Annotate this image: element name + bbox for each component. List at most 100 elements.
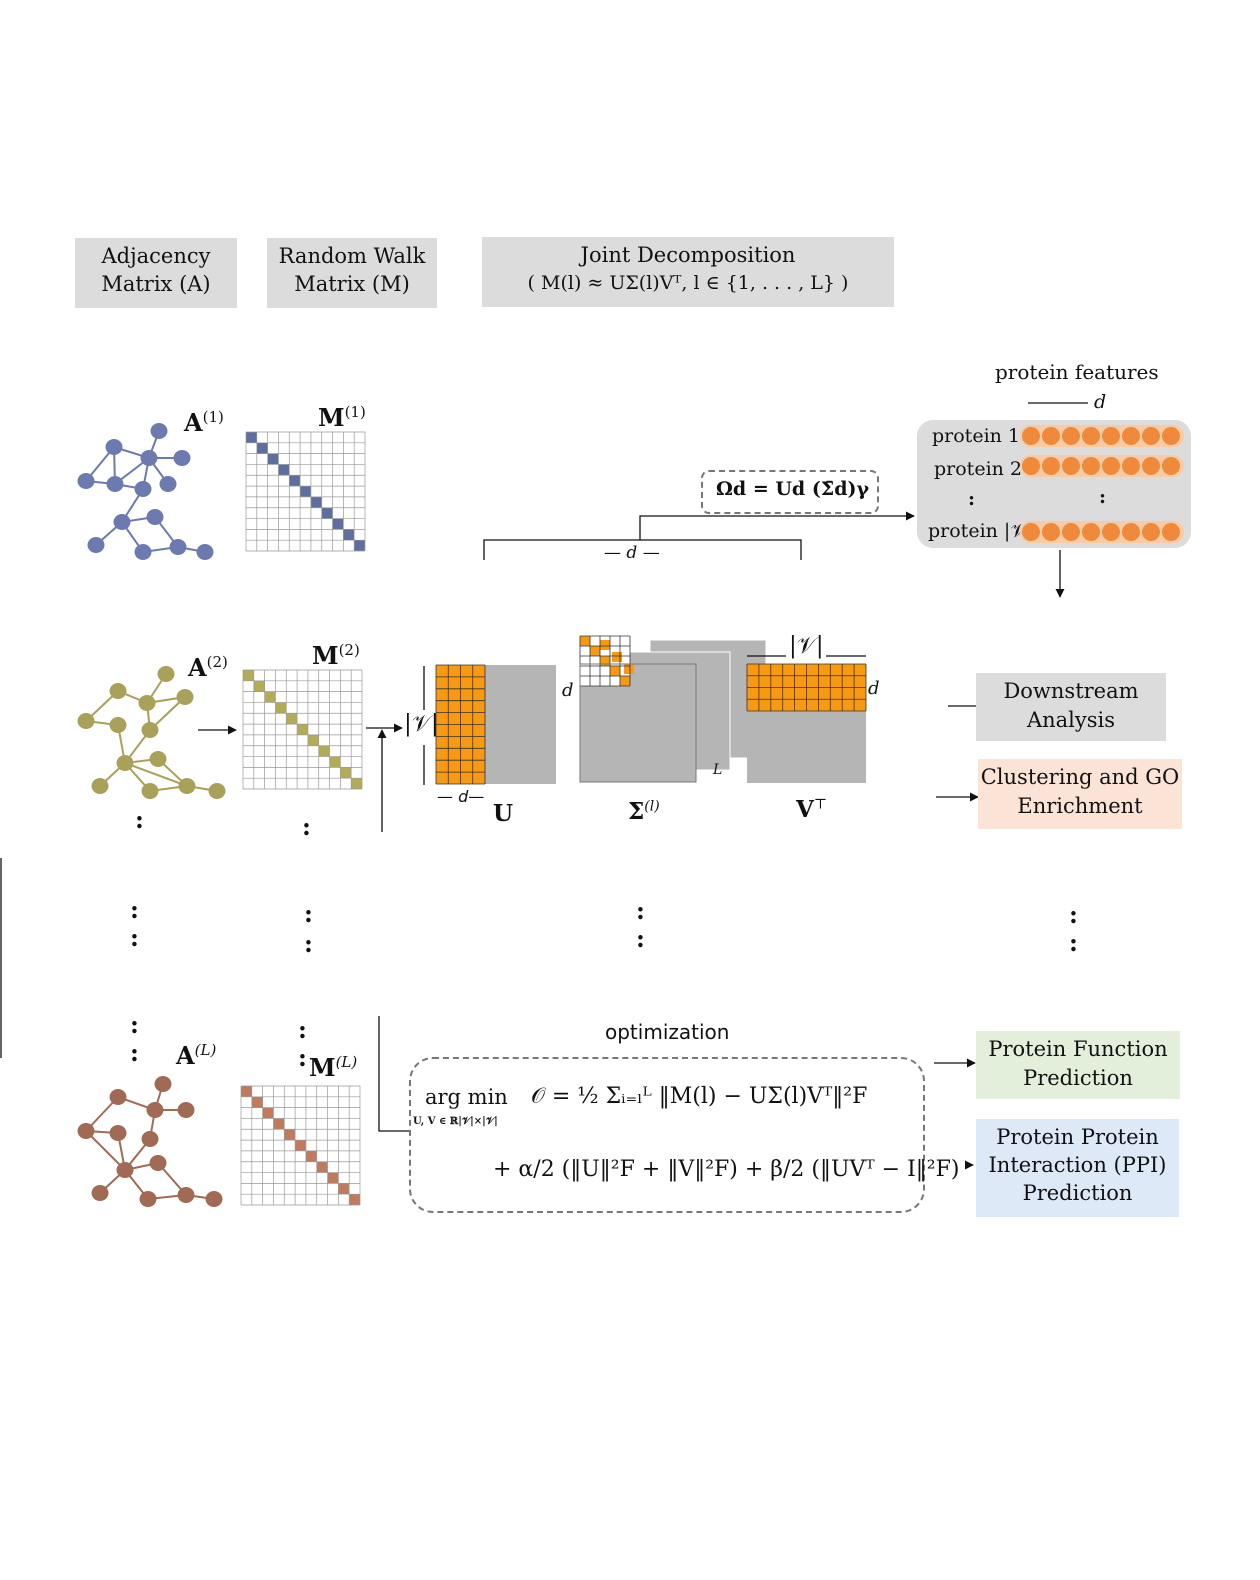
optimization-title: optimization — [605, 1020, 730, 1044]
graph-node — [159, 476, 177, 492]
graph-node — [177, 1187, 195, 1203]
a1-superscript: (1) — [202, 408, 224, 426]
omega-box — [701, 470, 879, 514]
ellipsis-dots: : — [304, 899, 313, 928]
diagonal-cell — [310, 496, 322, 508]
mL-superscript: (L) — [335, 1053, 358, 1071]
graph-node — [113, 514, 131, 530]
header-adjacency-line1: Adjacency — [101, 244, 211, 268]
feature-bead — [1122, 457, 1140, 475]
feature-bead — [1022, 523, 1040, 541]
protein-feature-vector — [1020, 425, 1184, 447]
matrix-sigma — [579, 635, 767, 783]
aL-superscript: (L) — [194, 1041, 217, 1059]
feature-bead — [1062, 457, 1080, 475]
protein-row-dots-right: : — [1099, 486, 1107, 508]
sigma-diagonal-cell — [620, 676, 630, 686]
downstream-analysis-box: Downstream Analysis — [976, 673, 1166, 741]
ellipsis-dots: : — [636, 924, 645, 953]
diagonal-cell — [264, 691, 276, 703]
feature-bead — [1162, 427, 1180, 445]
ellipsis-dots: : — [636, 896, 645, 925]
header-random-walk-line2: Matrix (M) — [294, 272, 410, 296]
header-joint-decomposition: Joint Decomposition ( M(l) ≈ UΣ(l)Vᵀ, l … — [482, 237, 894, 307]
feature-bead — [1142, 457, 1160, 475]
diagonal-cell — [316, 1161, 328, 1173]
diagonal-cell — [300, 486, 311, 497]
vt-label: V⊤ — [796, 796, 827, 823]
ellipsis-dots: : — [130, 895, 139, 924]
diagonal-cell — [351, 778, 362, 789]
graph-node — [150, 423, 168, 439]
ellipsis-dots: : — [130, 1010, 139, 1039]
header-adjacency-line2: Matrix (A) — [101, 272, 211, 296]
sigma-letter: Σ — [628, 798, 645, 825]
sigma-d-label: d — [562, 680, 574, 701]
sigma-diagonal-cell — [600, 656, 610, 666]
graph-node — [109, 1089, 127, 1105]
mL-letter: M — [309, 1053, 336, 1082]
graph-node — [116, 755, 134, 771]
graph-node — [105, 439, 123, 455]
header-joint-line1: Joint Decomposition — [580, 243, 796, 267]
feature-bead — [1082, 427, 1100, 445]
diagonal-cell — [295, 1140, 306, 1151]
objective-line1: 𝒪 = ½ Σᵢ₌ₗᴸ ‖M(l) − UΣ(l)Vᵀ‖²F — [531, 1084, 868, 1109]
downstream-line1: Downstream — [1003, 679, 1139, 703]
feature-bead — [1062, 427, 1080, 445]
clustering-go-box: Clustering and GO Enrichment — [978, 759, 1182, 829]
ppi-line2: Interaction (PPI) — [988, 1153, 1167, 1177]
m2-superscript: (2) — [338, 641, 360, 659]
ppi-line1: Protein Protein — [996, 1125, 1159, 1149]
u-d-label: — d— — [437, 787, 485, 806]
ellipsis-dots: : — [135, 805, 144, 834]
diagonal-cell — [297, 724, 308, 735]
diagonal-cell — [286, 713, 298, 725]
argmin-text: arg min — [425, 1085, 508, 1109]
label-aL: A(L) — [176, 1041, 216, 1070]
ppi-line3: Prediction — [1022, 1181, 1133, 1205]
graph-node — [205, 1191, 223, 1207]
matrix-m1 — [245, 431, 366, 552]
downstream-line2: Analysis — [1026, 708, 1116, 732]
function-line1: Protein Function — [988, 1037, 1168, 1061]
graph-node — [208, 783, 226, 799]
a1-letter: A — [184, 408, 203, 437]
matrix-u — [435, 664, 556, 785]
protein-row-v-label: protein |𝒱| — [928, 520, 1033, 542]
graph-node — [109, 717, 127, 733]
ellipsis-dots: : — [1069, 900, 1078, 929]
clustering-line1: Clustering and GO — [980, 765, 1180, 789]
feature-bead — [1082, 523, 1100, 541]
diagonal-cell — [349, 1194, 360, 1205]
label-a1: A(1) — [184, 408, 224, 437]
diagonal-cell — [321, 507, 333, 519]
header-random-walk-line1: Random Walk — [278, 244, 426, 268]
graph-node — [149, 751, 167, 767]
graph-node — [149, 1155, 167, 1171]
sigma-back-cell — [600, 640, 610, 650]
protein-row-dots-label: : — [968, 488, 976, 510]
diagonal-cell — [307, 734, 319, 746]
graph-node — [87, 537, 105, 553]
graph-node — [173, 450, 191, 466]
protein-row-2-label: protein 2 — [934, 458, 1023, 480]
vt-letter: V — [796, 796, 814, 823]
graph-node — [141, 722, 159, 738]
network-graphs — [77, 423, 226, 1207]
feature-bead — [1162, 523, 1180, 541]
diagonal-cell — [332, 518, 344, 530]
matrix-mL — [240, 1085, 361, 1206]
feature-bead — [1082, 457, 1100, 475]
vt-d-label: d — [868, 678, 880, 699]
diagonal-cell — [284, 1129, 296, 1141]
feature-bead — [1142, 427, 1160, 445]
sigma-label: Σ(l) — [628, 798, 660, 825]
graph-layer-2 — [77, 666, 226, 799]
bracket-d-label: — d — — [604, 543, 660, 563]
clustering-line2: Enrichment — [1017, 794, 1143, 818]
graph-node — [138, 695, 156, 711]
sigma-superscript: (l) — [644, 798, 660, 815]
feature-bead — [1042, 523, 1060, 541]
